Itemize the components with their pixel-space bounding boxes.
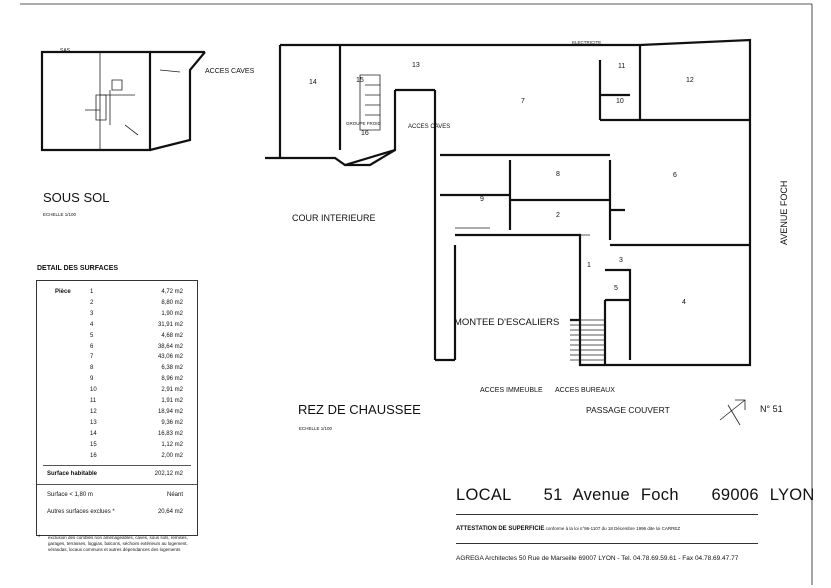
room-number: 12: [90, 408, 97, 415]
montee-escaliers-label: MONTEE D'ESCALIERS: [454, 317, 559, 328]
footnote: exclusion des combles non aménageables, …: [48, 535, 188, 552]
rdc-title: REZ DE CHAUSSEE: [298, 402, 421, 417]
room-number: 1: [90, 289, 94, 295]
room-number: 2: [90, 299, 94, 306]
attestation-text: conforme à la loi n°96-1107 du 18 Décemb…: [544, 526, 681, 531]
sas-label: SAS: [60, 48, 71, 54]
document-title: LOCAL 51 Avenue Foch 69006 LYON: [456, 486, 815, 504]
room-13: 13: [412, 62, 420, 69]
room-surface: 4,72 m2: [161, 289, 183, 295]
attestation-title: ATTESTATION DE SUPERFICIE: [456, 526, 545, 532]
attestation: ATTESTATION DE SUPERFICIE conforme à la …: [456, 526, 680, 532]
divider: [456, 543, 758, 544]
low-height-value: Néant: [166, 492, 183, 498]
room-surface: 4,68 m2: [161, 332, 183, 339]
avenue-foch-label: AVENUE FOCH: [779, 181, 789, 245]
piece-label: Pièce: [55, 289, 71, 295]
compass-icon: [719, 399, 746, 426]
other-surfaces-value: 20,64 m2: [157, 509, 183, 515]
acces-caves-rdc-label: ACCES CAVES: [408, 124, 450, 130]
room-16: 16: [361, 130, 369, 137]
room-surface: 16,83 m2: [157, 430, 183, 437]
acces-immeuble-label: ACCES IMMEUBLE: [480, 387, 543, 394]
room-7: 7: [521, 98, 525, 105]
footnote-mark: *: [38, 535, 41, 541]
other-surfaces-label: Autres surfaces exclues *: [47, 509, 115, 515]
acces-caves-label: ACCES CAVES: [205, 68, 255, 75]
room-surface: 6,38 m2: [161, 365, 183, 372]
room-2: 2: [556, 212, 560, 219]
sous-sol-scale: ECHELLE 1/100: [43, 212, 77, 217]
room-11: 11: [618, 63, 625, 70]
room-9: 9: [480, 196, 484, 203]
room-number: 3: [90, 310, 94, 317]
acces-bureaux-label: ACCES BUREAUX: [555, 387, 615, 394]
room-3: 3: [619, 257, 623, 264]
room-number: 15: [90, 441, 97, 448]
sous-sol-plan: [40, 50, 206, 152]
groupe-froid-label: GROUPE FROID: [346, 121, 382, 126]
room-surface: 2,00 m2: [161, 452, 183, 459]
room-15: 15: [356, 77, 364, 84]
room-12: 12: [686, 77, 694, 84]
street-number-label: N° 51: [760, 404, 783, 414]
surfaces-table: Pièce 1 4,72 m2 2 8,80 m2 3 1,90 m2 4 31,91…: [36, 280, 198, 536]
room-surface: 8,96 m2: [161, 376, 183, 383]
room-surface: 9,36 m2: [161, 419, 183, 426]
room-number: 8: [90, 365, 94, 372]
low-height-label: Surface < 1,80 m: [47, 492, 93, 498]
room-number: 9: [90, 376, 94, 383]
room-number: 10: [90, 387, 97, 394]
room-14: 14: [309, 79, 317, 86]
divider: [37, 484, 197, 485]
room-number: 14: [90, 430, 97, 437]
room-surface: 38,64 m2: [157, 343, 183, 350]
room-surface: 1,91 m2: [161, 398, 183, 404]
room-number: 7: [90, 354, 94, 361]
passage-couvert-label: PASSAGE COUVERT: [586, 405, 670, 415]
room-5: 5: [614, 285, 618, 292]
room-number: 11: [90, 398, 97, 404]
habitable-label: Surface habitable: [47, 471, 98, 477]
room-surface: 1,90 m2: [161, 310, 183, 317]
room-surface: 1,12 m2: [161, 441, 183, 448]
room-6: 6: [673, 172, 677, 179]
habitable-value: 202,12 m2: [154, 471, 183, 477]
architect-info: AGREGA Architectes 50 Rue de Marseille 6…: [456, 555, 739, 562]
room-surface: 43,06 m2: [157, 354, 183, 361]
cour-interieure-label: COUR INTERIEURE: [292, 213, 376, 223]
room-number: 13: [90, 419, 97, 426]
rdc-plan: [265, 38, 752, 367]
room-surface: 2,91 m2: [161, 387, 183, 394]
room-surface: 18,94 m2: [157, 408, 183, 415]
divider: [43, 465, 191, 466]
rdc-scale: ECHELLE 1/100: [299, 426, 333, 431]
room-number: 5: [90, 332, 94, 339]
divider: [456, 514, 758, 515]
room-1: 1: [587, 262, 591, 269]
room-10: 10: [616, 98, 624, 105]
electricite-label: ELECTRICITE: [572, 40, 601, 45]
room-surface: 31,91 m2: [157, 321, 183, 328]
room-number: 6: [90, 343, 94, 350]
room-numbers: 1 2 3 4 5 6 7 8 9 10 11 12 13 14 15 16: [309, 62, 694, 306]
room-number: 16: [90, 452, 97, 459]
sous-sol-title: SOUS SOL: [43, 190, 109, 205]
surfaces-heading: DETAIL DES SURFACES: [37, 265, 119, 272]
sheet-border: [20, 3, 813, 585]
room-4: 4: [682, 299, 686, 306]
room-surface: 8,80 m2: [161, 299, 183, 306]
room-8: 8: [556, 171, 560, 178]
room-number: 4: [90, 321, 94, 328]
